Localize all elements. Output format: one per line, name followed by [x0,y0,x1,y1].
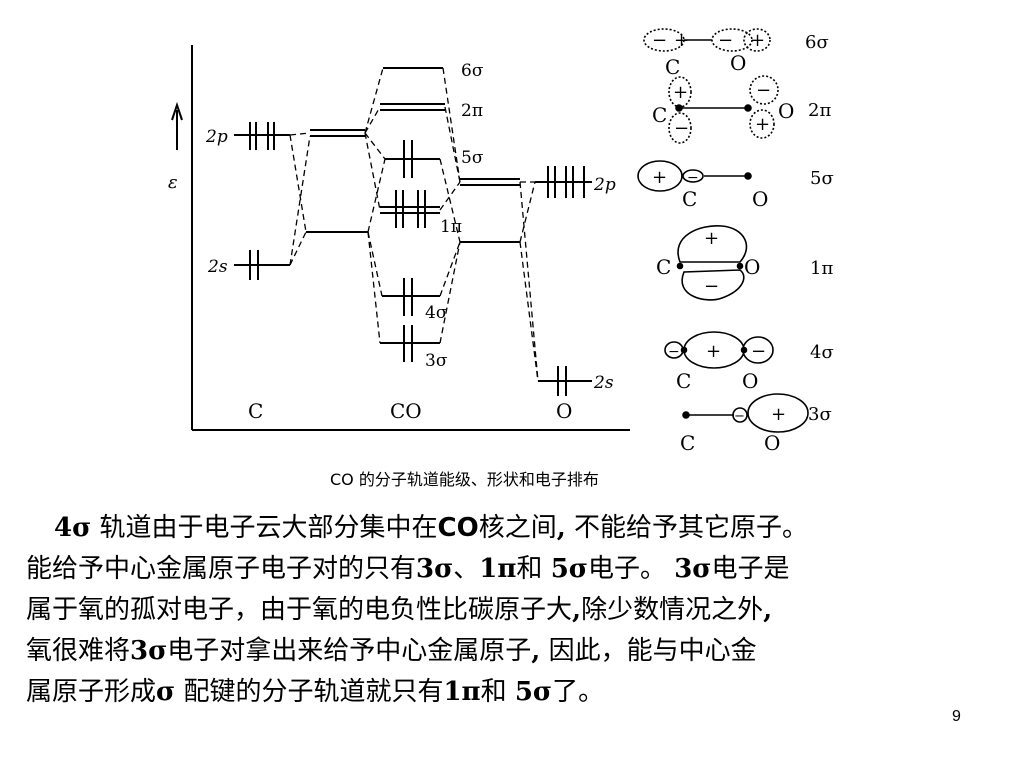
svg-text:O: O [764,431,780,455]
co-5sigma-label: 5σ [461,148,484,168]
svg-text:O: O [730,51,746,75]
atom-label-o: O [556,399,572,423]
co-mo-diagram: ε [168,28,834,455]
svg-text:−: − [704,276,719,297]
shape-4sigma: − + − C O 4σ [664,331,834,393]
svg-text:+: + [771,404,786,425]
energy-arrowhead [171,101,183,121]
atom-label-c: C [248,399,263,423]
svg-text:C: C [656,255,671,279]
energy-axis-label: ε [168,172,178,193]
svg-text:+: + [704,228,719,249]
body-line-1: 4σ 轨道由于电子云大部分集中在CO核之间, 不能给予其它原子。 [54,513,809,543]
svg-text:C: C [680,431,695,455]
svg-text:O: O [752,187,768,211]
shape-2pi: + − − + C O 2π [652,75,831,144]
orbital-shapes: − + − + C O 6σ + − − + C O 2π [637,28,834,455]
correlation-lines [289,67,539,382]
body-line-3: 属于氧的孤对电子，由于氧的电负性比碳原子大,除少数情况之外, [26,595,773,625]
svg-text:3σ: 3σ [808,404,832,425]
body-line-2: 能给予中心金属原子电子对的只有3σ、1π和 5σ电子。 3σ电子是 [26,554,790,584]
svg-text:C: C [676,369,691,393]
svg-text:O: O [744,255,760,279]
body-paragraph: 4σ 轨道由于电子云大部分集中在CO核之间, 不能给予其它原子。 能给予中心金属… [26,508,1016,713]
svg-text:−: − [751,341,766,362]
shape-6sigma: − + − + C O 6σ [643,28,829,79]
svg-text:+: + [755,114,770,135]
electrons [249,122,585,396]
svg-text:O: O [742,369,758,393]
svg-text:+: + [750,30,765,51]
svg-text:−: − [734,409,745,424]
diagram-caption: CO 的分子轨道能级、形状和电子排布 [330,470,599,489]
svg-text:6σ: 6σ [805,32,829,53]
body-line-5: 属原子形成σ 配键的分子轨道就只有1π和 5σ了。 [26,677,605,707]
c-2p-label: 2p [205,127,228,147]
shape-5sigma: + − C O 5σ [637,160,834,211]
svg-text:+: + [673,82,688,103]
svg-text:−: − [668,344,680,360]
page-number: 9 [952,708,961,725]
svg-text:+: + [674,30,689,51]
atom-labels: C CO O [248,399,572,423]
shape-1pi: + − C O 1π [656,225,833,301]
svg-text:O: O [778,99,794,123]
shape-3sigma: − + C O 3σ [680,393,832,455]
svg-text:2π: 2π [808,100,831,121]
svg-text:+: + [706,341,721,362]
svg-text:−: − [652,30,667,51]
svg-text:4σ: 4σ [810,342,834,363]
svg-text:C: C [665,55,680,79]
svg-text:C: C [652,103,667,127]
co-4sigma-label: 4σ [425,303,448,323]
co-2pi-label: 2π [461,101,483,121]
body-line-4: 氧很难将3σ电子对拿出来给予中心金属原子, 因此，能与中心金 [26,636,757,666]
svg-text:−: − [687,170,699,186]
co-6sigma-label: 6σ [461,61,484,81]
o-2p-label: 2p [593,175,616,195]
svg-text:−: − [718,30,733,51]
axes [171,45,630,431]
svg-text:−: − [674,118,689,139]
svg-text:+: + [652,167,667,188]
c-2s-label: 2s [207,257,228,277]
co-1pi-label: 1π [440,217,462,237]
atom-label-co: CO [390,399,422,423]
level-labels: 2p 2s 6σ 2π 5σ 1π 4σ 3σ 2p 2s [205,61,616,393]
svg-text:C: C [682,187,697,211]
co-3sigma-label: 3σ [425,351,448,371]
svg-text:5σ: 5σ [810,168,834,189]
svg-text:1π: 1π [810,258,833,279]
o-2s-label: 2s [593,373,614,393]
svg-text:−: − [756,80,771,101]
